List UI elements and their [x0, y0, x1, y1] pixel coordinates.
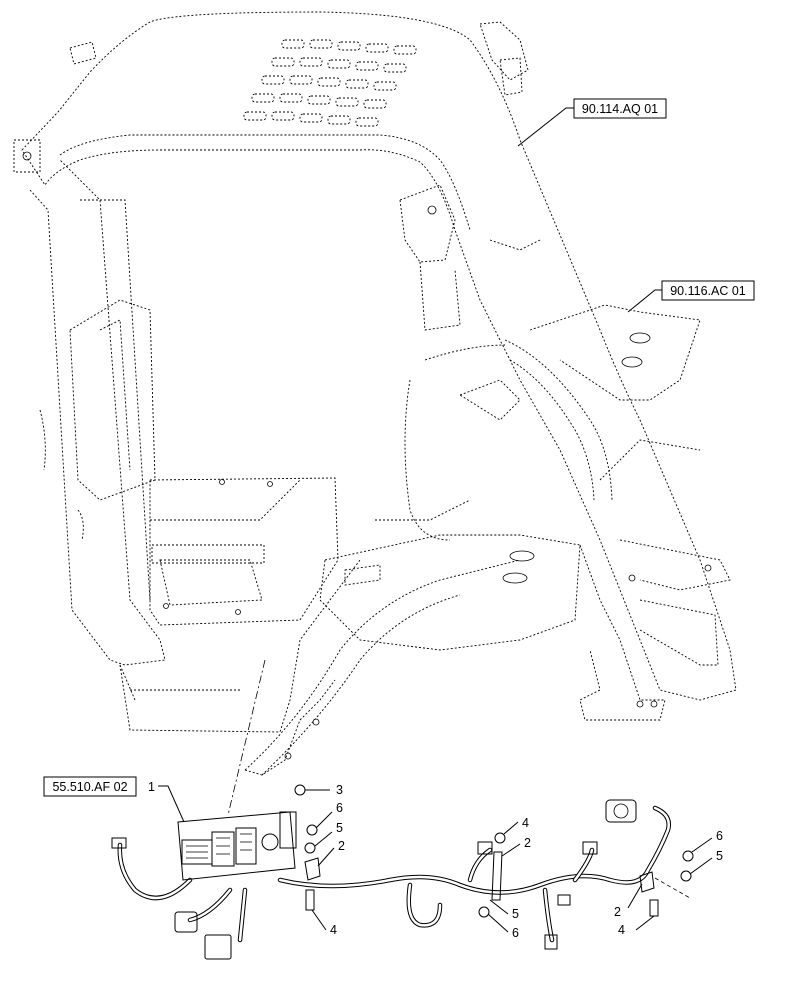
callout-2c: 2 — [614, 905, 621, 919]
alignment-line — [227, 659, 266, 816]
callout-5c: 5 — [716, 849, 723, 863]
roof-vent-slots — [243, 39, 417, 127]
nut-icon — [682, 850, 694, 862]
bolt-icon — [649, 899, 659, 917]
nut-icon — [494, 832, 506, 844]
ref-label-cab-frame: 90.114.AQ 01 — [582, 102, 658, 116]
nut-icon — [306, 824, 318, 836]
callout-4b: 4 — [522, 816, 529, 830]
clip-icon — [304, 857, 321, 881]
callout-5a: 5 — [336, 821, 343, 835]
callout-4c: 4 — [618, 923, 625, 937]
ref-box-fender[interactable]: 90.116.AC 01 — [627, 280, 755, 313]
ref-label-harness: 55.510.AF 02 — [52, 780, 127, 794]
hardware — [294, 784, 694, 918]
washer-icon — [304, 842, 316, 854]
clip-icon — [491, 851, 503, 901]
callout-6a: 6 — [336, 801, 343, 815]
callout-2a: 2 — [338, 839, 345, 853]
wiring-harness[interactable] — [111, 799, 671, 960]
washer-icon — [680, 870, 692, 882]
callout-4a: 4 — [330, 923, 337, 937]
ref-box-harness[interactable]: 55.510.AF 02 — [43, 776, 137, 797]
callout-2b: 2 — [524, 836, 531, 850]
bolt-icon — [305, 889, 315, 911]
ref-box-cab-frame[interactable]: 90.114.AQ 01 — [517, 98, 667, 147]
callout-5b: 5 — [512, 907, 519, 921]
callout-6c: 6 — [716, 829, 723, 843]
callout-1: 1 — [148, 780, 155, 794]
cab-frame — [13, 11, 737, 776]
callout-3: 3 — [336, 783, 343, 797]
clip-icon — [639, 871, 655, 893]
ref-label-fender: 90.116.AC 01 — [670, 284, 746, 298]
nut-icon — [294, 784, 306, 796]
fuse-relay-box[interactable] — [177, 811, 297, 881]
callouts: 1 3 6 5 2 4 4 2 5 6 6 5 2 — [148, 780, 723, 940]
washer-icon — [478, 906, 490, 918]
callout-6b: 6 — [512, 926, 519, 940]
